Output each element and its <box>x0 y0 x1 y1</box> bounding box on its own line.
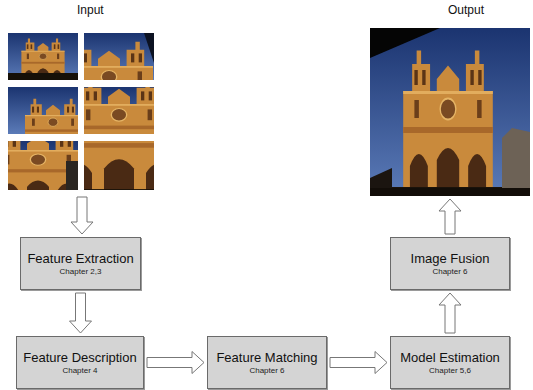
chapter-ref: Chapter 5,6 <box>429 366 471 376</box>
chapter-ref: Chapter 6 <box>432 267 467 277</box>
process-box: Model EstimationChapter 5,6 <box>390 336 510 389</box>
process-box: Feature ExtractionChapter 2,3 <box>20 237 141 290</box>
process-box: Feature DescriptionChapter 4 <box>16 336 144 389</box>
step-title: Feature Description <box>23 350 136 366</box>
flow-arrow <box>70 293 92 333</box>
process-box: Feature MatchingChapter 6 <box>207 336 327 389</box>
section-label: Output <box>448 3 484 17</box>
step-title: Feature Matching <box>216 350 317 366</box>
chapter-ref: Chapter 2,3 <box>60 267 102 277</box>
chapter-ref: Chapter 6 <box>249 366 284 376</box>
step-title: Feature Extraction <box>27 251 133 267</box>
section-label: Input <box>77 3 104 17</box>
step-title: Image Fusion <box>411 251 490 267</box>
flow-arrow <box>147 352 204 374</box>
process-box: Image FusionChapter 6 <box>390 237 510 290</box>
step-title: Model Estimation <box>400 350 500 366</box>
flow-arrow <box>330 352 387 374</box>
flow-arrow <box>439 293 461 333</box>
chapter-ref: Chapter 4 <box>62 366 97 376</box>
